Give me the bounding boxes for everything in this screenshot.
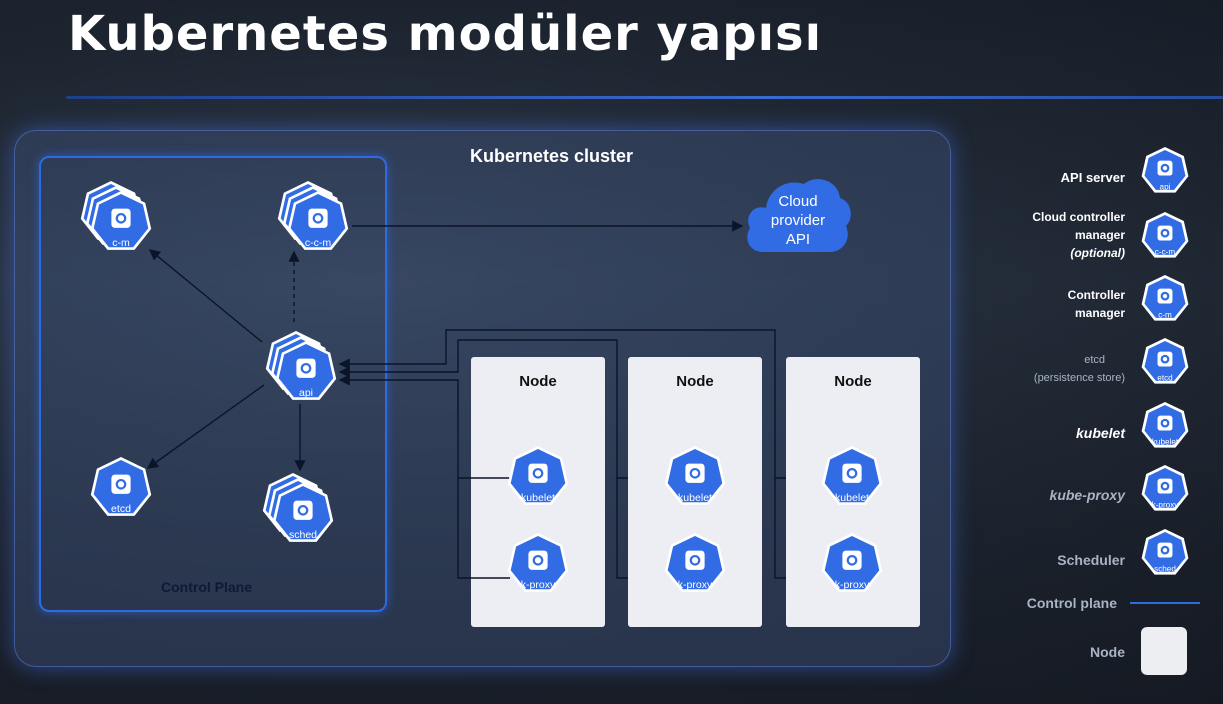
- legend-scheduler-label: Scheduler: [1057, 552, 1125, 568]
- title-underline: [66, 96, 1223, 99]
- legend-cm-icon: c-m: [1129, 263, 1201, 335]
- legend-ccm-icon-label: c-c-m: [1155, 248, 1176, 257]
- kube-proxy-icon: k-proxy: [809, 521, 895, 607]
- node-label: Node: [519, 373, 557, 390]
- wire-node1: [338, 374, 510, 479]
- legend-api-server-icon-label: api: [1160, 183, 1171, 192]
- node-label: Node: [834, 373, 872, 390]
- scheduler-icon-label: sched: [289, 529, 317, 541]
- kube-proxy-icon-label: k-proxy: [835, 579, 870, 591]
- node-label: Node: [676, 373, 714, 390]
- wire-node3: [338, 329, 786, 479]
- arrow-api-to-etcd: [146, 384, 265, 469]
- cloud-label-line: API: [785, 231, 811, 248]
- etcd-icon: etcd: [78, 445, 164, 531]
- legend-ccm-label: Cloud controller manager (optional): [1032, 208, 1125, 262]
- kubelet-icon-label: kubelet: [835, 492, 869, 504]
- kubelet-icon: kubelet: [809, 434, 895, 520]
- legend-line: Cloud controller: [1032, 210, 1125, 224]
- api-server-icon-label: api: [299, 387, 313, 399]
- legend-cm-icon-label: c-m: [1158, 311, 1172, 320]
- legend-line: etcd: [1084, 354, 1105, 366]
- api-server-icon: api: [263, 329, 349, 415]
- legend-kubelet-label: kubelet: [1075, 425, 1125, 441]
- legend-kubelet-icon-label: kubelet: [1152, 438, 1179, 447]
- kubelet-icon: kubelet: [495, 434, 581, 520]
- kube-proxy-icon: k-proxy: [495, 521, 581, 607]
- legend-kubelet-icon: kubelet: [1129, 390, 1201, 462]
- legend-line: Controller: [1067, 288, 1125, 302]
- arrow-api-to-cm: [148, 249, 263, 343]
- wire-node2: [338, 339, 628, 479]
- cloud-provider-label: Cloud provider API: [742, 192, 854, 249]
- cloud-label-line: Cloud: [778, 193, 818, 210]
- scheduler-icon: sched: [260, 471, 346, 557]
- legend-scheduler-icon-label: sched: [1154, 565, 1176, 574]
- wire-node3-proxy: [774, 478, 786, 579]
- page-title: Kubernetes modüler yapısı: [68, 6, 823, 62]
- kubelet-icon-label: kubelet: [521, 492, 555, 504]
- wire-node1-proxy: [457, 478, 510, 579]
- cloud-icon: [747, 179, 851, 252]
- legend-scheduler-icon: sched: [1129, 517, 1201, 589]
- kube-proxy-icon-label: k-proxy: [678, 579, 713, 591]
- legend-etcd-label: etcd (persistence store): [1034, 351, 1125, 387]
- control-plane-label: Control Plane: [161, 579, 253, 595]
- legend-line: manager: [1074, 228, 1125, 242]
- legend-kube-proxy-label: kube-proxy: [1049, 487, 1125, 503]
- legend-kube-proxy-icon: k-proxy: [1129, 453, 1201, 525]
- legend-etcd-icon-label: etcd: [1157, 374, 1173, 383]
- legend-cm-label: Controller manager: [1068, 286, 1125, 322]
- legend-api-server-icon: api: [1129, 135, 1201, 207]
- legend-etcd-icon: etcd: [1129, 326, 1201, 398]
- controller-manager-icon-label: c-m: [112, 237, 130, 249]
- control-plane-box: [39, 156, 387, 612]
- legend-node-swatch: [1141, 627, 1187, 675]
- kube-proxy-icon: k-proxy: [652, 521, 738, 607]
- legend-ccm-icon: c-c-m: [1129, 200, 1201, 272]
- cluster-label: Kubernetes cluster: [470, 146, 634, 166]
- legend-line: manager: [1074, 306, 1125, 320]
- kube-proxy-icon-label: k-proxy: [521, 579, 556, 591]
- cloud-controller-manager-icon-label: c-c-m: [305, 237, 332, 249]
- kubelet-icon: kubelet: [652, 434, 738, 520]
- legend-node-label: Node: [1090, 644, 1125, 660]
- legend-line: (persistence store): [1033, 372, 1125, 384]
- wire-node2-proxy: [616, 478, 628, 579]
- legend-line: (optional): [1070, 246, 1125, 260]
- cloud-label-line: provider: [770, 212, 826, 229]
- cloud-controller-manager-icon: c-c-m: [275, 179, 361, 265]
- legend-control-plane-swatch: [1130, 602, 1200, 604]
- kubelet-icon-label: kubelet: [678, 492, 712, 504]
- legend-control-plane-label: Control plane: [1026, 595, 1117, 611]
- controller-manager-icon: c-m: [78, 179, 164, 265]
- legend-api-server-label: API server: [1060, 170, 1125, 185]
- legend-kube-proxy-icon-label: k-proxy: [1152, 501, 1180, 510]
- etcd-icon-label: etcd: [111, 503, 131, 515]
